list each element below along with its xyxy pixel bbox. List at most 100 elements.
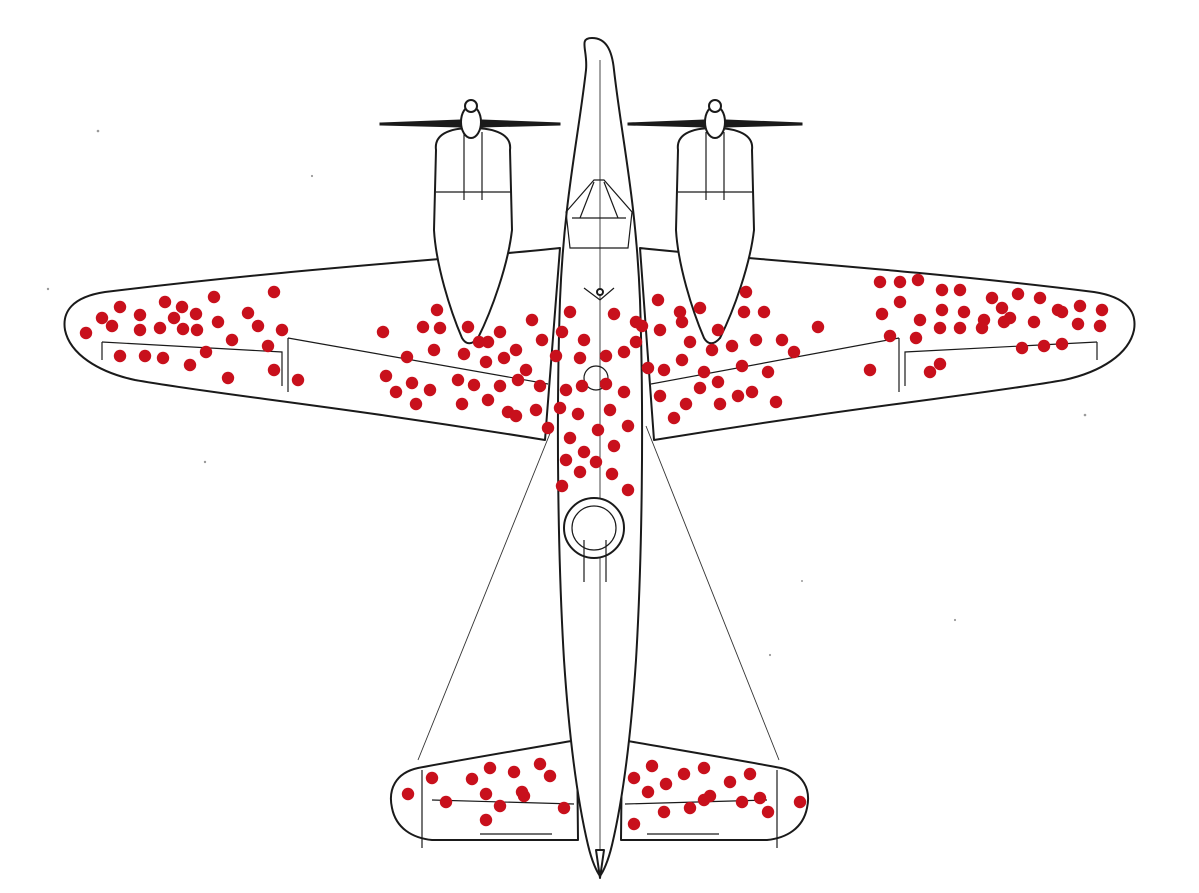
damage-dot-left-wing-outer-25: [267, 363, 281, 377]
damage-dot-left-wing-inner-22: [493, 379, 507, 393]
damage-dot-left-wing-inner-32: [472, 335, 486, 349]
damage-dot-center-wing-fuselage-9: [559, 383, 573, 397]
right-propeller: [627, 99, 803, 139]
damage-dot-left-wing-inner-17: [379, 369, 393, 383]
damage-dot-right-wing-outer-1: [873, 275, 887, 289]
damage-dot-center-wing-fuselage-21: [559, 453, 573, 467]
damage-dot-center-wing-fuselage-28: [607, 307, 621, 321]
damage-dot-right-wing-inner-28: [693, 381, 707, 395]
right-wing: [639, 247, 1136, 441]
damage-dot-center-wing-fuselage-17: [563, 431, 577, 445]
damage-dot-left-wing-inner-12: [427, 343, 441, 357]
damage-dot-center-wing-fuselage-16: [541, 421, 555, 435]
damage-dot-center-wing-fuselage-5: [573, 351, 587, 365]
damage-dot-right-wing-outer-25: [953, 321, 967, 335]
damage-dot-left-tailplane-5: [483, 761, 497, 775]
damage-dot-left-wing-inner-3: [430, 303, 444, 317]
damage-dot-left-wing-inner-29: [509, 409, 523, 423]
damage-dot-center-wing-fuselage-12: [553, 401, 567, 415]
damage-dot-right-wing-inner-6: [739, 285, 753, 299]
damage-dot-left-wing-outer-26: [291, 373, 305, 387]
damage-dot-left-wing-inner-25: [409, 397, 423, 411]
damage-dot-left-wing-inner-6: [481, 335, 495, 349]
damage-dot-right-wing-outer-28: [1015, 341, 1029, 355]
damage-dot-right-wing-inner-15: [725, 339, 739, 353]
damage-dot-left-wing-inner-24: [533, 379, 547, 393]
damage-dot-left-wing-outer-11: [153, 321, 167, 335]
damage-dot-right-tailplane-1: [627, 771, 641, 785]
damage-dot-right-wing-outer-7: [1011, 287, 1025, 301]
damage-dot-right-wing-outer-12: [875, 307, 889, 321]
damage-dot-left-tailplane-3: [439, 795, 453, 809]
damage-dot-right-wing-inner-23: [711, 375, 725, 389]
damage-dot-right-wing-outer-13: [893, 295, 907, 309]
damage-dot-left-tailplane-4: [479, 787, 493, 801]
damage-dot-right-tailplane-7: [743, 767, 757, 781]
damage-dot-right-wing-outer-31: [933, 357, 947, 371]
damage-dot-right-tailplane-14: [627, 817, 641, 831]
damage-dot-center-wing-fuselage-14: [603, 403, 617, 417]
damage-dot-left-wing-outer-13: [189, 307, 203, 321]
damage-dot-left-wing-inner-11: [400, 350, 414, 364]
damage-dot-center-wing-fuselage-4: [549, 349, 563, 363]
damage-dot-right-wing-inner-22: [697, 365, 711, 379]
damage-dot-left-wing-outer-18: [261, 339, 275, 353]
damage-dot-right-tailplane-5: [697, 761, 711, 775]
damage-dot-left-tailplane-12: [557, 801, 571, 815]
damage-dot-right-wing-inner-3: [673, 305, 687, 319]
damage-dot-right-wing-inner-21: [675, 353, 689, 367]
damage-dot-right-wing-inner-30: [731, 389, 745, 403]
damage-dot-right-wing-outer-34: [883, 329, 897, 343]
damage-dot-right-wing-inner-12: [675, 315, 689, 329]
damage-dot-left-wing-inner-2: [416, 320, 430, 334]
damage-dot-right-wing-outer-35: [995, 301, 1009, 315]
damage-dot-left-wing-outer-22: [183, 358, 197, 372]
damage-dot-right-wing-inner-8: [757, 305, 771, 319]
damage-dot-right-wing-outer-16: [957, 305, 971, 319]
damage-dot-left-wing-outer-5: [175, 300, 189, 314]
damage-dot-right-wing-outer-20: [1055, 305, 1069, 319]
damage-dot-right-tailplane-15: [793, 795, 807, 809]
damage-dot-right-wing-inner-2: [651, 293, 665, 307]
damage-dot-left-wing-outer-12: [167, 311, 181, 325]
damage-dot-center-wing-fuselage-6: [599, 349, 613, 363]
damage-dot-left-tailplane-10: [493, 799, 507, 813]
damage-dot-left-wing-outer-21: [156, 351, 170, 365]
damage-dot-center-wing-fuselage-19: [607, 439, 621, 453]
damage-dot-left-wing-inner-7: [493, 325, 507, 339]
damage-dot-center-wing-fuselage-15: [621, 419, 635, 433]
damage-dot-right-wing-inner-33: [667, 411, 681, 425]
damage-dot-left-wing-outer-27: [79, 326, 93, 340]
damage-dot-right-tailplane-4: [677, 767, 691, 781]
damage-dot-right-wing-inner-14: [705, 343, 719, 357]
damage-dot-right-wing-inner-9: [811, 320, 825, 334]
damage-dot-left-wing-inner-14: [479, 355, 493, 369]
damage-dot-left-wing-inner-30: [529, 403, 543, 417]
damage-dot-left-wing-outer-15: [225, 333, 239, 347]
damage-dot-left-wing-outer-4: [158, 295, 172, 309]
damage-dot-right-wing-inner-32: [769, 395, 783, 409]
damage-dot-right-wing-outer-33: [863, 363, 877, 377]
damage-dot-left-tailplane-13: [515, 785, 529, 799]
damage-dot-right-wing-inner-17: [775, 333, 789, 347]
damage-dot-left-tailplane-7: [533, 757, 547, 771]
damage-dot-right-wing-inner-1: [635, 319, 649, 333]
damage-dot-center-wing-fuselage-26: [621, 483, 635, 497]
damage-dot-right-wing-outer-19: [1027, 315, 1041, 329]
damage-dot-left-wing-outer-10: [133, 323, 147, 337]
damage-dot-left-wing-outer-29: [190, 323, 204, 337]
damage-dot-left-wing-outer-8: [241, 306, 255, 320]
damage-dot-right-wing-outer-11: [1095, 303, 1109, 317]
damage-dot-right-wing-inner-13: [683, 335, 697, 349]
damage-dot-right-wing-inner-24: [735, 359, 749, 373]
damage-dot-center-wing-fuselage-1: [563, 305, 577, 319]
damage-dot-right-wing-inner-20: [657, 363, 671, 377]
damage-dot-right-wing-inner-7: [737, 305, 751, 319]
damage-dot-right-wing-outer-5: [953, 283, 967, 297]
damage-dot-center-wing-fuselage-13: [571, 407, 585, 421]
damage-dot-left-wing-outer-7: [267, 285, 281, 299]
damage-dot-right-wing-outer-24: [933, 321, 947, 335]
damage-dot-right-wing-outer-4: [935, 283, 949, 297]
damage-dot-center-wing-fuselage-24: [605, 467, 619, 481]
